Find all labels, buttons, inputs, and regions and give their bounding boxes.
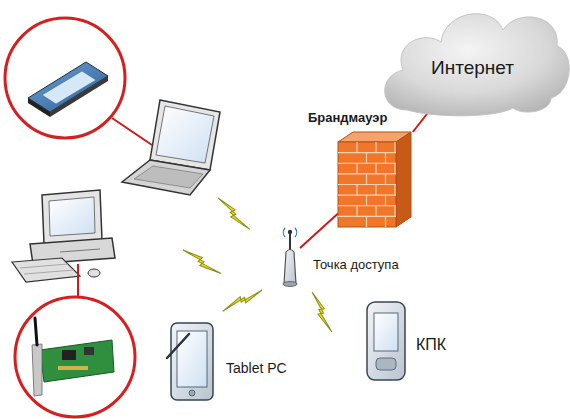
tablet-node: Tablet PC	[163, 318, 218, 403]
laptop-illustration	[156, 106, 214, 163]
pci-card-callout	[15, 264, 135, 417]
firewall-shape	[366, 195, 367, 206]
access-point-node: Точка доступа	[280, 228, 300, 286]
wireless-bolts	[212, 198, 256, 229]
tablet-shape	[177, 331, 207, 387]
pda-node: КПК	[365, 300, 407, 382]
access-point-shape	[283, 228, 285, 237]
firewall-shape	[356, 185, 357, 196]
access-point-shape	[283, 282, 297, 287]
access-point-shape	[288, 230, 292, 234]
tablet-node-outline	[163, 318, 218, 403]
laptop-illustration	[134, 166, 203, 188]
firewall-shape	[396, 132, 411, 227]
desktop-illustration	[42, 190, 102, 244]
pcmcia-card-callout	[28, 98, 50, 117]
laptop-illustration	[122, 100, 220, 195]
cloud-node-outline	[375, 0, 570, 112]
firewall-shape	[366, 174, 367, 185]
firewall-shape	[394, 163, 395, 174]
access-point-label: Точка доступа	[313, 258, 399, 273]
firewall-shape	[394, 185, 395, 196]
firewall-shape	[375, 163, 376, 174]
firewall-shape	[375, 206, 376, 217]
tablet-label: Tablet PC	[226, 360, 287, 376]
pci-card-callout	[35, 318, 37, 345]
firewall-shape	[356, 163, 357, 174]
firewall-node: Брандмауэр	[338, 132, 413, 227]
desktop-illustration	[88, 269, 100, 277]
pda-label: КПК	[416, 336, 446, 354]
pda-shape	[374, 313, 398, 351]
pci-card-callout	[58, 366, 88, 370]
firewall-shape	[385, 174, 386, 185]
pci-card-callout	[84, 347, 94, 355]
cloud-label: Интернет	[375, 57, 570, 79]
wireless-bolts	[181, 250, 223, 273]
pci-card-callout	[77, 264, 79, 298]
firewall-shape	[366, 216, 367, 227]
pda-shape	[367, 302, 405, 380]
desktop-illustration	[12, 258, 80, 282]
laptop-illustration	[150, 100, 220, 170]
tablet-shape	[167, 334, 189, 358]
pci-card-callout	[40, 340, 114, 382]
pda-shape	[367, 302, 405, 380]
pci-card-callout	[62, 350, 76, 360]
firewall-shape	[375, 185, 376, 196]
pda-node-outline	[365, 300, 407, 382]
pcmcia-card-callout	[50, 76, 108, 117]
wireless-bolts	[223, 279, 262, 323]
firewall-shape	[356, 206, 357, 217]
firewall-shape	[394, 206, 395, 217]
firewall-shape	[394, 142, 395, 153]
desktop-illustration	[60, 249, 100, 252]
pci-card-callout	[15, 297, 135, 417]
firewall-shape	[356, 142, 357, 153]
pda-shape	[376, 358, 396, 370]
wireless-bolts	[300, 292, 344, 332]
pcmcia-card-callout	[42, 71, 96, 104]
firewall-shape	[385, 216, 386, 227]
desktop-illustration	[20, 264, 68, 268]
pci-card-callout	[32, 344, 42, 396]
access-point-node-outline	[280, 228, 300, 286]
pcmcia-card-callout	[5, 18, 125, 138]
access-point-shape	[295, 228, 297, 237]
network-link	[413, 112, 429, 132]
pcmcia-card-callout	[112, 118, 152, 145]
firewall-shape	[385, 195, 386, 206]
firewall-node-outline	[338, 132, 413, 227]
access-point-shape	[284, 250, 296, 285]
firewall-label: Брандмауэр	[308, 111, 387, 126]
firewall-shape	[375, 142, 376, 153]
tablet-shape	[189, 390, 195, 396]
desktop-illustration	[24, 270, 74, 274]
network-link	[300, 213, 338, 247]
desktop-illustration	[49, 197, 95, 236]
firewall-shape	[338, 142, 396, 227]
firewall-shape	[338, 132, 411, 227]
pcmcia-card-callout	[5, 18, 152, 145]
firewall-shape	[385, 153, 386, 164]
tablet-shape	[167, 323, 213, 400]
firewall-shape	[366, 153, 367, 164]
access-point-shape	[283, 228, 297, 287]
cloud-node: Интернет	[375, 0, 570, 112]
laptop-illustration	[122, 160, 210, 195]
desktop-illustration	[12, 190, 115, 282]
tablet-shape	[171, 323, 213, 400]
